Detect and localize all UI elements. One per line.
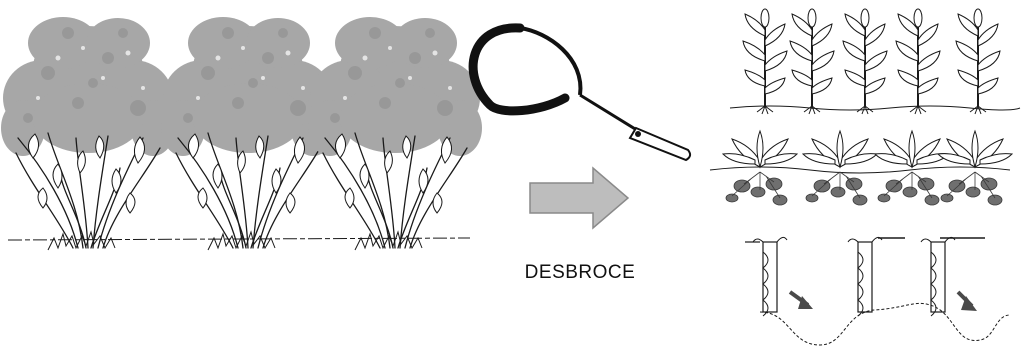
maize-crop-row xyxy=(730,9,1020,114)
maize-plant-1 xyxy=(743,9,787,114)
sickle-icon xyxy=(473,28,690,160)
post-1 xyxy=(753,237,787,316)
tuber-plant-2 xyxy=(803,131,877,205)
arrow-right-icon xyxy=(530,168,628,228)
maize-plant-4 xyxy=(896,9,940,114)
overgrown-bushes-group xyxy=(1,17,482,250)
maize-plant-3 xyxy=(843,9,887,114)
maize-plant-2 xyxy=(790,9,834,114)
tuber-crop-row xyxy=(710,131,1012,205)
terrace-erosion-scene xyxy=(745,237,1010,345)
tuber-plant-4 xyxy=(938,131,1012,205)
bush-1 xyxy=(1,17,175,250)
post-2 xyxy=(848,237,882,316)
maize-plant-5 xyxy=(956,9,1000,114)
diagram-caption: DESBROCE xyxy=(505,262,655,284)
bush-3 xyxy=(308,17,482,250)
